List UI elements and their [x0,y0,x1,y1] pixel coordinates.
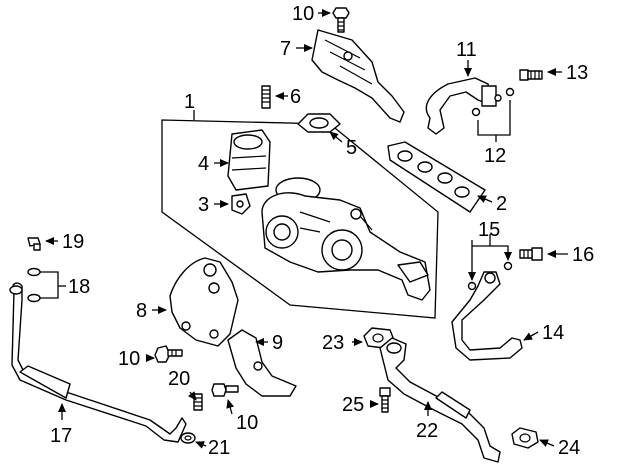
heat-shield-8 [169,257,239,347]
callout-17: 17 [50,425,72,447]
sensor-3 [231,193,251,215]
callout-8: 8 [136,300,147,322]
oil-line-11 [425,77,502,135]
callout-10-bottom: 10 [236,412,258,434]
callout-15: 15 [478,219,500,241]
bolt-10-top [332,7,350,33]
oil-line-17 [9,282,187,443]
callout-18: 18 [68,276,90,298]
bolt-25 [379,387,391,413]
heat-shield-7 [311,29,405,123]
callout-22: 22 [416,420,438,442]
oil-line-22 [379,337,501,463]
callout-16: 16 [572,244,594,266]
leader-lines [45,9,568,449]
callout-21: 21 [208,437,230,459]
callout-24: 24 [558,437,580,459]
manifold-gasket-2 [387,141,486,213]
callout-10-left: 10 [118,348,140,370]
callout-14: 14 [542,322,564,344]
callout-6: 6 [290,86,301,108]
turbocharger-assembly [261,177,431,301]
callout-11: 11 [456,39,477,61]
nut-21 [180,432,196,444]
heat-shield-9 [227,329,297,397]
bolt-10-left [154,345,183,363]
callout-5: 5 [346,137,357,159]
callout-10-top: 10 [292,3,314,25]
stud-6 [261,85,271,109]
oil-line-14 [451,271,523,361]
callout-23: 23 [322,332,344,354]
seals-12 [471,87,515,142]
seals-18 [27,267,59,303]
gasket-5 [297,113,341,133]
callout-19: 19 [62,231,84,253]
bolt-16 [519,247,543,261]
callout-2: 2 [496,193,507,215]
callout-13: 13 [566,62,588,84]
bolt-20 [193,393,203,411]
callout-7: 7 [280,38,291,60]
bolt-19 [27,237,41,251]
bolt-10-bottom [211,383,239,397]
gasket-24 [511,427,539,449]
callout-9: 9 [272,332,283,354]
callout-12: 12 [484,145,506,167]
bolt-13 [519,69,543,81]
seals-15 [467,261,513,291]
callout-25: 25 [342,394,364,416]
actuator-4 [227,129,271,191]
callout-20: 20 [168,368,190,390]
callout-labels: 1 2 3 4 5 6 7 8 9 10 10 10 11 12 13 14 1… [50,3,594,459]
callout-3: 3 [198,194,209,216]
callout-1: 1 [184,91,195,113]
callout-4: 4 [198,153,209,175]
